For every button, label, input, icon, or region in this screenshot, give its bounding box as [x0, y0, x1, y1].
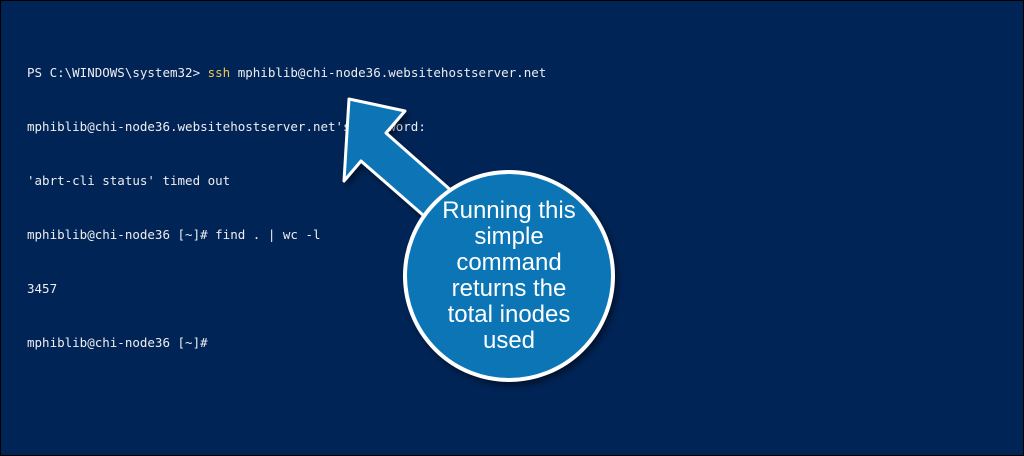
terminal-line-status: 'abrt-cli status' timed out	[27, 173, 231, 188]
terminal-line-find: mphiblib@chi-node36 [~]# find . | wc -l	[27, 226, 546, 244]
terminal-line-final-prompt: mphiblib@chi-node36 [~]#	[27, 335, 208, 350]
terminal-line-output: 3457	[27, 281, 58, 296]
ssh-command: ssh	[207, 65, 231, 80]
terminal-line-ssh: PS C:\WINDOWS\system32> ssh mphiblib@chi…	[27, 64, 546, 82]
terminal-output[interactable]: PS C:\WINDOWS\system32> ssh mphiblib@chi…	[27, 28, 546, 388]
shell-prompt: mphiblib@chi-node36 [~]#	[27, 227, 216, 242]
powershell-prompt: PS C:\WINDOWS\system32>	[27, 65, 208, 80]
find-command: find . | wc -l	[215, 227, 321, 242]
callout-text: Running this simple command returns the …	[442, 197, 576, 354]
ssh-target: mphiblib@chi-node36.websitehostserver.ne…	[230, 65, 547, 80]
callout-bubble: Running this simple command returns the …	[403, 170, 615, 382]
